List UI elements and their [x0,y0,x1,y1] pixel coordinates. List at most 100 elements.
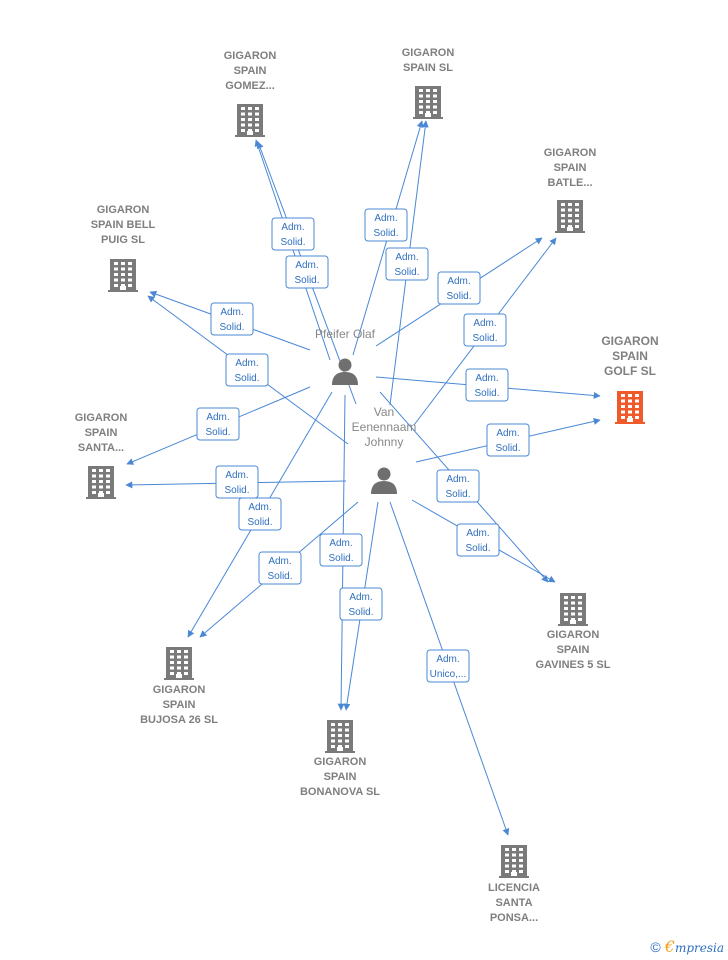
edge-label-van-bujosa[interactable]: Adm. Solid. [258,551,302,585]
company-name-line: BONANOVA SL [300,786,380,798]
company-name-line: BUJOSA 26 SL [140,714,218,726]
edge-label-text: Adm. [446,474,469,485]
edge-label-pfeifer-bonanova[interactable]: Adm.Solid. [319,533,363,567]
company-name-line: SPAIN BELL [91,219,156,231]
edge-label-text: Adm. [235,358,258,369]
edge-label-van-gomez[interactable]: Adm. Solid. [285,255,329,289]
edge-label-box [215,465,259,499]
edge-label-pfeifer-santa[interactable]: Adm. Solid. [196,407,240,441]
edge-label-text: Adm. [248,502,271,513]
edge-label-text: Solid. [446,291,471,302]
company-name-line: SPAIN [612,349,648,363]
edge-label-text: Adm. [466,528,489,539]
edge-label-pfeifer-golf[interactable]: Adm.Solid. [465,368,509,402]
edge-label-pfeifer-batle[interactable]: Adm.Solid. [437,271,481,305]
edge-label-van-santa[interactable]: Adm.Solid. [215,465,259,499]
copyright-symbol: © [650,939,661,955]
company-name-line: LICENCIA [488,882,540,894]
person-icon [371,467,397,494]
company-name-line: GIGARON [153,684,206,696]
edge-label-text: Solid. [472,333,497,344]
person-icon [332,358,358,385]
edge-label-text: Adm. [349,592,372,603]
edge-label-box [463,313,507,347]
edge-label-text: Adm. [374,213,397,224]
edge-label-text: Solid. [294,275,319,286]
edge-label-text: Adm. [295,260,318,271]
company-node-gomez[interactable]: GIGARONSPAINGOMEZ... [224,50,277,137]
edge-label-text: Adm. [395,252,418,263]
edge-label-text: Solid. [373,228,398,239]
edge-label-text: Solid. [267,571,292,582]
building-icon [558,593,588,626]
company-name-line: SPAIN [557,644,590,656]
edge-label-text: Adm. [206,412,229,423]
edge-label-text: Solid. [219,322,244,333]
edge-label-box [436,469,480,503]
edge-label-van-bellpuig[interactable]: Adm.Solid. [225,353,269,387]
brand-initial: € [664,937,675,956]
edge-label-text: Adm. [475,373,498,384]
company-name-line: SPAIN [324,771,357,783]
edge-label-box [258,551,302,585]
edge-label-box [285,255,329,289]
edge-label-box [465,368,509,402]
edge-label-text: Adm. [220,307,243,318]
edge-label-box [385,247,429,281]
edge-label-text: Adm. [329,538,352,549]
edge-label-text: Adm. [436,654,459,665]
edge-label-pfeifer-bellpuig[interactable]: Adm. Solid. [210,302,254,336]
building-icon [325,720,355,753]
company-name-line: BATLE... [547,177,592,189]
brand-name: mpresia [674,941,724,955]
company-node-spain_sl[interactable]: GIGARON SPAIN SL [402,47,455,119]
person-node-pfeifer[interactable]: Pfeifer Olaf [315,327,376,385]
company-name-line: GAVINES 5 SL [536,659,611,671]
edge-label-van-bonanova[interactable]: Adm.Solid. [339,587,383,621]
edge-label-box [271,217,315,251]
edge-label-text: Solid. [247,517,272,528]
company-name-line: GIGARON [75,412,128,424]
edge-label-text: Solid. [205,427,230,438]
building-icon [86,466,116,499]
edge-label-pfeifer-spain_sl[interactable]: Adm. Solid. [364,208,408,242]
company-name-line: GIGARON [544,147,597,159]
building-icon [413,86,443,119]
edge-label-van-golf[interactable]: Adm.Solid. [486,423,530,457]
building-icon [499,845,529,878]
company-name-line: SANTA [495,897,532,909]
company-node-bellpuig[interactable]: GIGARON SPAIN BELL PUIG SL [91,204,156,292]
edge-label-pfeifer-gomez[interactable]: Adm.Solid. [271,217,315,251]
edge-label-text: Adm. [268,556,291,567]
edge-label-van-gavines[interactable]: Adm.Solid. [456,523,500,557]
edges-layer [125,120,601,836]
edge-label-text: Unico,... [430,669,467,680]
edge-label-box [225,353,269,387]
edge-label-pfeifer-gavines[interactable]: Adm.Solid. [436,469,480,503]
company-node-batle[interactable]: GIGARONSPAINBATLE... [544,147,597,233]
edge-label-box [456,523,500,557]
edge-label-van-spain_sl[interactable]: Adm.Solid. [385,247,429,281]
edge-label-van-batle[interactable]: Adm.Solid. [463,313,507,347]
company-name-line: GIGARON [97,204,150,216]
building-icon [108,259,138,292]
company-name-line: PUIG SL [101,234,145,246]
building-icon [235,104,265,137]
company-node-santa[interactable]: GIGARONSPAINSANTA... [75,412,128,499]
company-name-line: SPAIN SL [403,62,453,74]
edge-label-van-licencia[interactable]: Adm. Unico,... [426,649,470,683]
company-name-line: GIGARON [402,47,455,59]
company-node-licencia[interactable]: LICENCIASANTAPONSA... [488,845,540,924]
edge-label-box [437,271,481,305]
footer-brand[interactable]: ©€mpresia [650,937,724,956]
company-name-line: SPAIN [234,65,267,77]
edge-label-text: Adm. [496,428,519,439]
edge-label-pfeifer-bujosa[interactable]: Adm. Solid. [238,497,282,531]
